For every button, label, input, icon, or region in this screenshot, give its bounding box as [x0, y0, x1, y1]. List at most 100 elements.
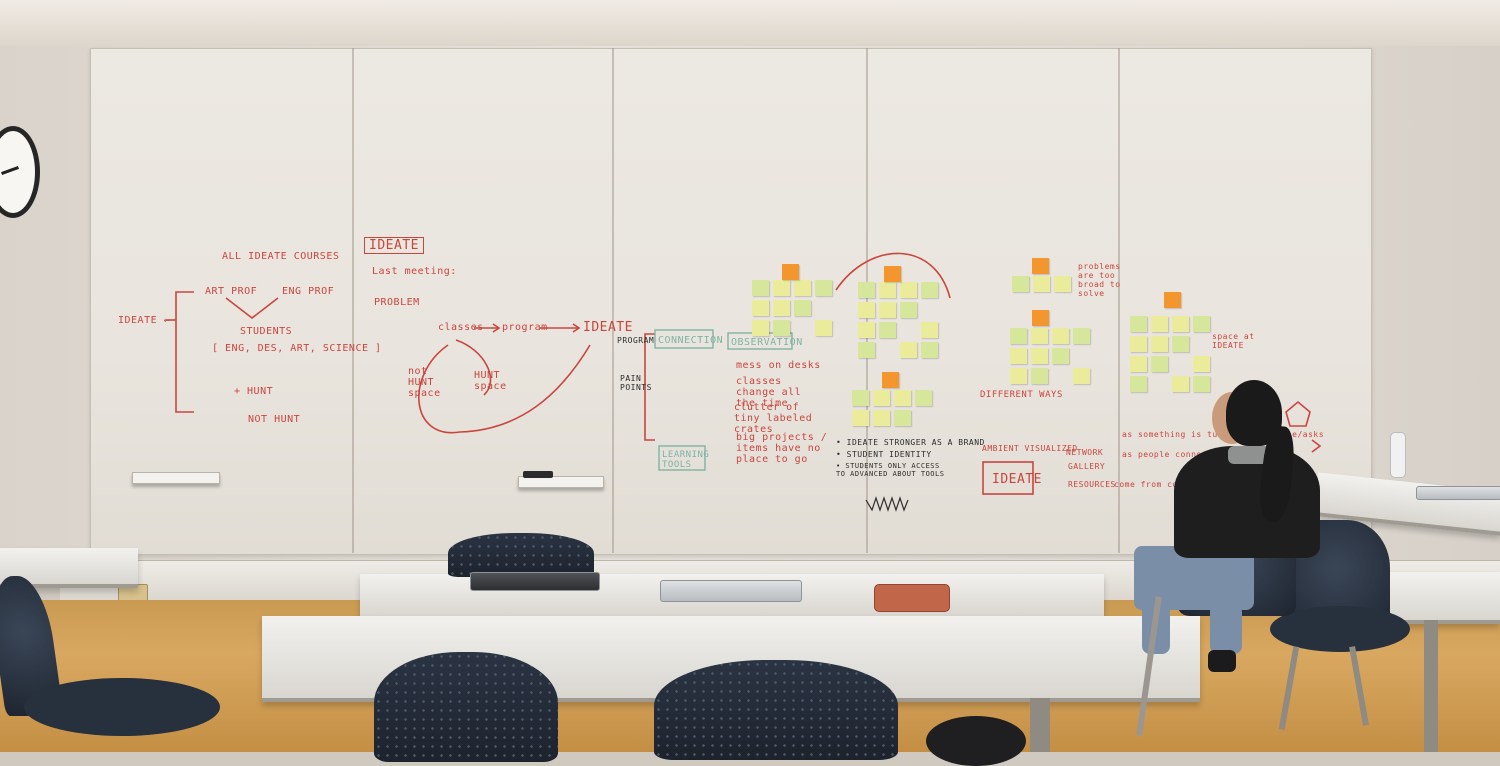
- sticky-note: [1010, 328, 1027, 344]
- sticky-note: [852, 390, 869, 406]
- board-text: problems are too broad to solve: [1078, 262, 1121, 298]
- sticky-note-orange: [884, 266, 901, 282]
- board-text: [ ENG, DES, ART, SCIENCE ]: [212, 343, 382, 354]
- sticky-note: [752, 280, 769, 296]
- sticky-note-orange: [1032, 310, 1049, 326]
- person-torso: [1174, 446, 1320, 558]
- sticky-note: [1031, 368, 1048, 384]
- board-text: AMBIENT VISUALIZED: [982, 444, 1078, 453]
- sticky-note: [858, 342, 875, 358]
- sticky-note: [1073, 368, 1090, 384]
- sticky-note: [858, 322, 875, 338]
- person-shoe: [1208, 650, 1236, 672]
- sticky-note: [1172, 316, 1189, 332]
- sticky-note: [1193, 376, 1210, 392]
- board-text: come from connected: [1114, 480, 1216, 489]
- board-text: • STUDENT IDENTITY: [836, 450, 932, 459]
- sticky-note: [921, 282, 938, 298]
- sticky-note: [894, 390, 911, 406]
- person-legs: [1210, 604, 1242, 654]
- sticky-note: [1052, 348, 1069, 364]
- sticky-note: [794, 280, 811, 296]
- board-text: PAIN POINTS: [620, 374, 652, 392]
- board-text: IDEATE: [364, 237, 424, 254]
- sticky-note: [815, 280, 832, 296]
- laptop: [1416, 486, 1500, 500]
- sticky-note: [1031, 348, 1048, 364]
- sticky-note: [873, 390, 890, 406]
- pencil-case: [874, 584, 950, 612]
- sticky-note: [1193, 356, 1210, 372]
- sticky-note: [858, 282, 875, 298]
- marker-bottle: [1390, 432, 1406, 478]
- sticky-note: [1151, 336, 1168, 352]
- sticky-note: [879, 302, 896, 318]
- whiteboard-seam: [1118, 48, 1120, 553]
- board-text: HUNT space: [474, 370, 507, 392]
- board-text: ENG PROF: [282, 286, 335, 297]
- sticky-note-orange: [1164, 292, 1181, 308]
- sticky-note: [1010, 368, 1027, 384]
- board-text: not HUNT space: [408, 366, 441, 399]
- chair: [654, 660, 898, 760]
- sticky-note: [1033, 276, 1050, 292]
- laptop: [660, 580, 802, 602]
- sticky-note: [921, 342, 938, 358]
- board-text: ALL IDEATE COURSES: [222, 251, 340, 262]
- board-text: as people connect but …: [1122, 450, 1245, 459]
- board-text: IDEATE ←: [118, 315, 171, 326]
- board-text: GALLERY: [1068, 462, 1106, 471]
- sticky-note: [1172, 336, 1189, 352]
- board-text: IDEATE: [992, 472, 1042, 487]
- sticky-note: [794, 300, 811, 316]
- sticky-note: [900, 342, 917, 358]
- board-text: classes change all the time: [736, 376, 802, 409]
- sticky-note: [900, 282, 917, 298]
- board-text: NETWORK: [1066, 448, 1104, 457]
- sticky-note: [1151, 316, 1168, 332]
- sticky-note-orange: [782, 264, 799, 280]
- sticky-note: [1031, 328, 1048, 344]
- sticky-note: [1130, 336, 1147, 352]
- marker-tray: [518, 471, 604, 488]
- sticky-note-orange: [1032, 258, 1049, 274]
- sticky-note: [915, 390, 932, 406]
- sticky-note: [1130, 316, 1147, 332]
- chair: [448, 533, 594, 577]
- sticky-note: [1130, 356, 1147, 372]
- sticky-note: [773, 320, 790, 336]
- sticky-note: [1054, 276, 1071, 292]
- whiteboard: [90, 48, 1372, 555]
- sticky-note: [815, 320, 832, 336]
- table-leg: [1030, 698, 1050, 752]
- board-text: program: [502, 322, 548, 333]
- whiteboard-seam: [352, 48, 354, 553]
- sticky-note: [1052, 328, 1069, 344]
- whiteboard-seam: [866, 48, 868, 553]
- sticky-note: [1172, 376, 1189, 392]
- board-text: • STUDENTS ONLY ACCESS TO ADVANCED ABOUT…: [836, 462, 945, 478]
- board-text: ART PROF: [205, 286, 258, 297]
- sticky-note: [879, 322, 896, 338]
- board-text: PROBLEM: [374, 297, 420, 308]
- board-text: RESOURCES: [1068, 480, 1116, 489]
- board-text: clutter of tiny labeled crates: [734, 402, 813, 435]
- board-text: STUDENTS: [240, 326, 293, 337]
- sticky-note: [1130, 376, 1147, 392]
- board-text: • IDEATE STRONGER AS A BRAND: [836, 438, 985, 447]
- sticky-note: [894, 410, 911, 426]
- whiteboard-seam: [612, 48, 614, 553]
- board-text: OBSERVATION: [731, 337, 803, 348]
- chair-seat: [24, 678, 220, 736]
- board-text: CONNECTION: [658, 335, 724, 346]
- sticky-note: [1010, 348, 1027, 364]
- board-text: IDEATE: [583, 320, 633, 335]
- chair: [374, 652, 558, 762]
- sticky-note-orange: [882, 372, 899, 388]
- board-text: space at IDEATE: [1212, 332, 1255, 350]
- board-text: classes: [438, 322, 484, 333]
- sticky-note: [879, 282, 896, 298]
- chair-seat: [1270, 606, 1410, 652]
- sticky-note: [1012, 276, 1029, 292]
